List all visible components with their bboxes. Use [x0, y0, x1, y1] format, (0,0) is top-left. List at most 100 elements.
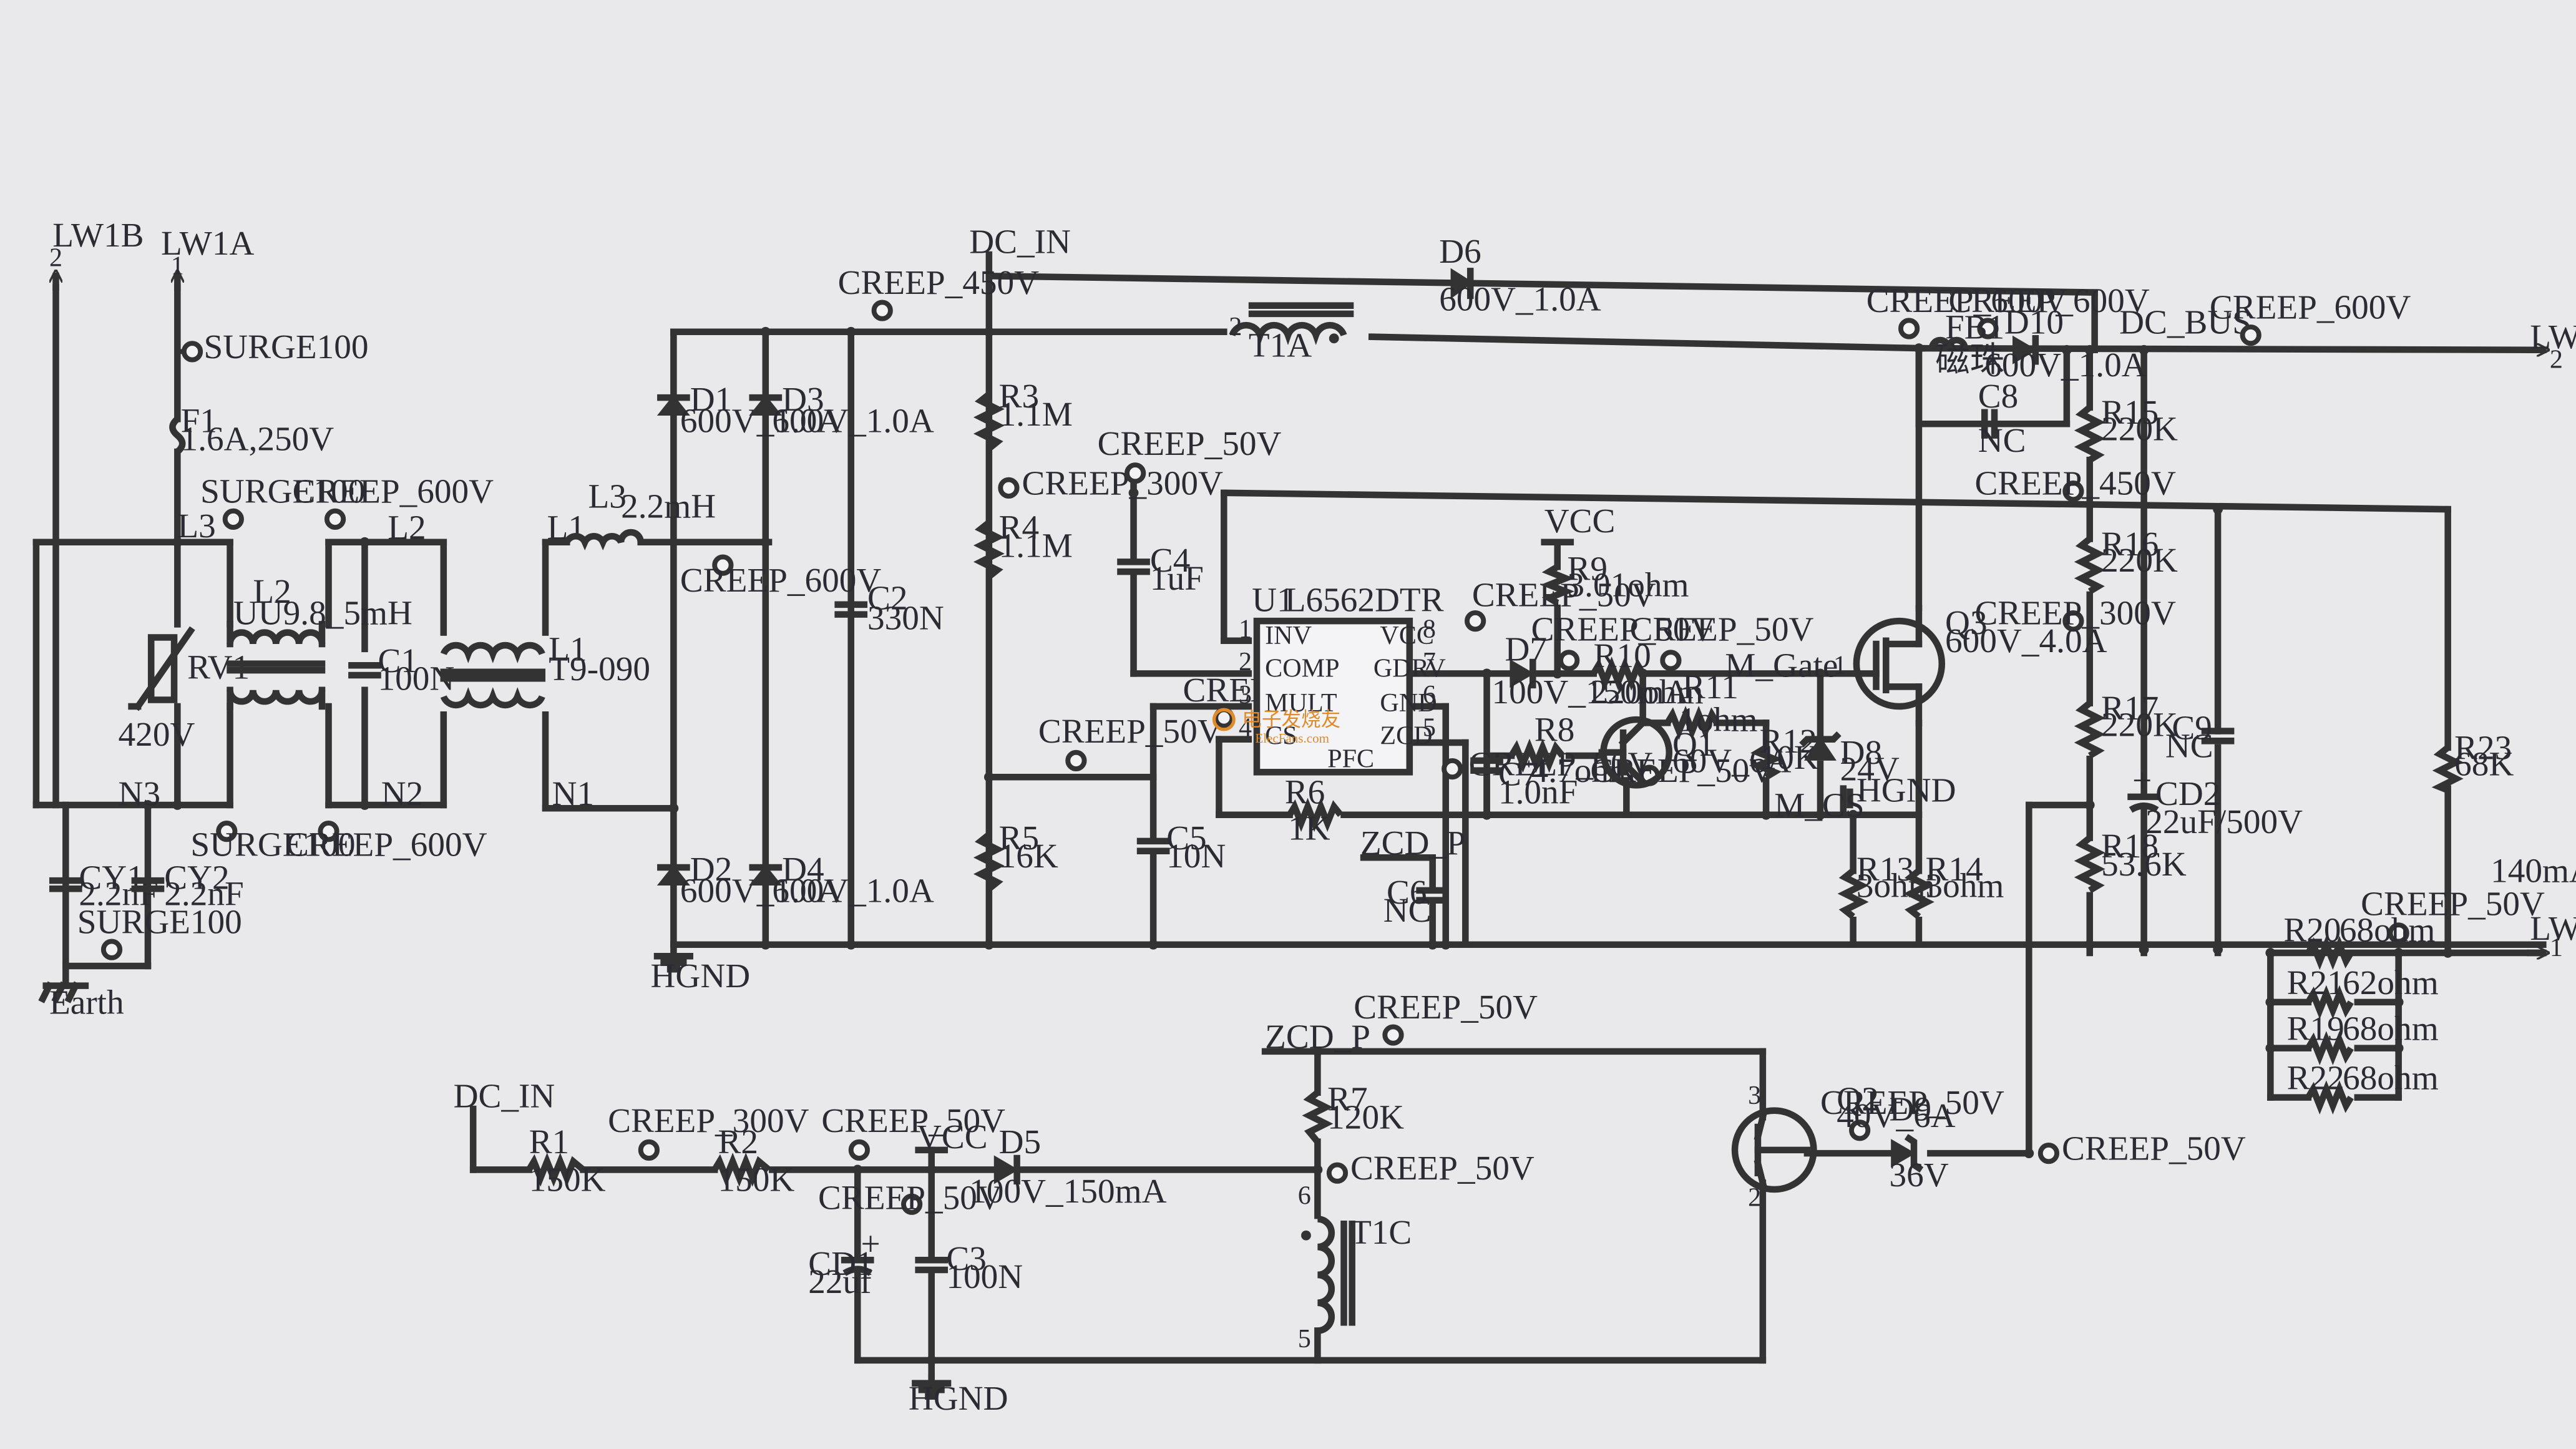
capacitor-c2[interactable]: C2 330N — [834, 579, 944, 637]
svg-text:1: 1 — [1833, 650, 1847, 680]
svg-text:220K: 220K — [2101, 410, 2178, 448]
resistor-r9[interactable]: R9 3.01ohm — [1540, 549, 1689, 606]
diode-d7[interactable]: D7 100V_150mA — [1491, 630, 1689, 710]
resistor-r18[interactable]: R18 53.6K — [2074, 827, 2187, 894]
svg-text:CREEP_50V: CREEP_50V — [821, 1101, 1005, 1139]
port-lw2a[interactable]: LW2A 1 — [2527, 909, 2576, 962]
port-lw2b[interactable]: LW2B 2 — [2527, 318, 2576, 374]
capacitor-c5[interactable]: C5 10N — [1136, 819, 1226, 875]
inductor-l3[interactable]: L3 2.2mH — [564, 477, 716, 550]
svg-text:CREEP_50V: CREEP_50V — [818, 1179, 1002, 1217]
resistor-r4[interactable]: R4 1.1M — [973, 509, 1073, 580]
svg-text:100V_150mA: 100V_150mA — [969, 1172, 1166, 1210]
zener-d8[interactable]: D8 24V — [1799, 731, 1900, 788]
resistor-r16[interactable]: R16 220K — [2074, 525, 2178, 595]
svg-text:C7: C7 — [1498, 754, 1539, 793]
resistor-r13[interactable]: R13 3ohm — [1837, 850, 1935, 920]
svg-text:R17: R17 — [2101, 689, 2159, 727]
transformer-t1a[interactable]: 2 T1A — [1229, 302, 1354, 364]
svg-text:600V_1.0A: 600V_1.0A — [772, 401, 934, 439]
net-dc-in: DC_IN — [969, 222, 1071, 260]
svg-text:2: 2 — [1239, 647, 1252, 676]
diode-d6[interactable]: D6 600V_1.0A — [1439, 232, 1601, 318]
tp-surge100-a: SURGE100 — [177, 328, 369, 366]
diode-d10[interactable]: D10 600V_1.0A — [1984, 303, 2147, 383]
ferrite-fb1[interactable]: FB1 磁珠 — [1928, 308, 2004, 379]
svg-text:53.6K: 53.6K — [2101, 845, 2187, 883]
resistor-r5[interactable]: R5 16K — [973, 819, 1058, 892]
diode-d5[interactable]: D5 100V_150mA — [969, 1123, 1166, 1210]
svg-text:4: 4 — [1239, 713, 1252, 742]
varistor-rv1[interactable]: RV1 420V — [119, 626, 250, 753]
tp-creep50-a: CREEP_50V — [1098, 424, 1281, 484]
svg-text:8: 8 — [1423, 614, 1436, 643]
svg-text:2.2mH: 2.2mH — [621, 487, 716, 525]
svg-text:10N: 10N — [1166, 837, 1226, 875]
svg-text:CREEP_600V: CREEP_600V — [1948, 281, 2150, 320]
svg-text:36V: 36V — [1890, 1156, 1949, 1194]
svg-text:L6562DTR: L6562DTR — [1285, 580, 1444, 618]
svg-text:LW1B: LW1B — [52, 216, 144, 254]
svg-text:NC: NC — [1383, 891, 1432, 929]
capacitor-c8[interactable]: C8 NC — [1978, 377, 2026, 459]
capacitor-cy2[interactable]: CY2 2.2nF — [131, 858, 244, 913]
tp-creep50-l: CREEP_50V — [818, 1179, 1002, 1217]
choke-l2[interactable]: L2 UU9.8_5mH — [227, 572, 412, 710]
zener-d9[interactable]: D9 36V — [1890, 1090, 1949, 1193]
capacitor-c3[interactable]: C3 100N — [915, 1239, 1023, 1295]
resistor-r11[interactable]: R11 1ohm — [1664, 668, 1757, 740]
resistor-r7[interactable]: R7 120K — [1302, 1080, 1404, 1144]
resistor-r8[interactable]: R8 4.7ohm — [1508, 710, 1636, 789]
capacitor-c1[interactable]: C1 100N — [348, 642, 454, 698]
capacitor-c4[interactable]: C4 1uF — [1117, 541, 1204, 597]
resistor-r17[interactable]: R17 220K — [2074, 689, 2178, 759]
transformer-t1c[interactable]: T1C 65 — [1298, 1181, 1412, 1354]
capacitor-cd1[interactable]: + CD1 22uf — [808, 1224, 880, 1300]
svg-text:GND: GND — [1380, 688, 1437, 718]
svg-text:CREEP_50V: CREEP_50V — [1350, 1149, 1534, 1187]
fuse-f1[interactable]: F1 1.6A,250V — [169, 401, 334, 457]
resistor-r6[interactable]: R6 1K — [1285, 773, 1344, 847]
resistor-r14[interactable]: R14 3ohm — [1903, 850, 2004, 920]
svg-text:R3: R3 — [999, 377, 1040, 415]
resistor-r21[interactable]: R21 62ohm — [2287, 964, 2439, 1020]
resistor-r10[interactable]: R10 220ohm — [1590, 637, 1703, 711]
capacitor-c6[interactable]: C6 NC — [1383, 873, 1449, 929]
resistor-r15[interactable]: R15 220K — [2074, 393, 2178, 463]
svg-text:+: + — [2132, 761, 2152, 799]
svg-text:CREEP_600V: CREEP_600V — [1866, 281, 2068, 320]
resistor-r1[interactable]: R1 150K — [526, 1123, 606, 1199]
svg-text:L3: L3 — [588, 477, 626, 515]
diode-d3[interactable]: D3 600V_1.0A — [749, 380, 934, 439]
svg-text:CREEP_600V: CREEP_600V — [286, 826, 487, 864]
resistor-r23[interactable]: R23 68K — [2431, 728, 2514, 794]
svg-text:ZCD: ZCD — [1380, 721, 1432, 751]
transistor-q2[interactable]: Q2 40V_6A 32 — [1731, 1080, 1956, 1212]
capacitor-c9[interactable]: C9 NC — [2165, 709, 2235, 765]
svg-text:600V_4.0A: 600V_4.0A — [1945, 622, 2107, 660]
port-lw1a[interactable]: LW1A 1 — [161, 224, 254, 291]
svg-text:CREEP_50V: CREEP_50V — [1820, 1083, 2004, 1121]
svg-text:R18: R18 — [2101, 827, 2159, 865]
resistor-r2[interactable]: R2 150K — [711, 1123, 794, 1199]
svg-text:COMP: COMP — [1265, 654, 1339, 683]
mosfet-q3[interactable]: Q3 600V_4.0A 1 — [1833, 603, 2107, 726]
resistor-r19[interactable]: R19 68ohm — [2287, 1009, 2439, 1065]
svg-text:INV: INV — [1265, 621, 1312, 650]
svg-text:R14: R14 — [1925, 850, 1983, 888]
capacitor-c7[interactable]: C7 1.0nF — [1470, 754, 1578, 811]
svg-text:CD1: CD1 — [808, 1244, 873, 1282]
svg-text:6: 6 — [1298, 1181, 1311, 1211]
resistor-r22[interactable]: R22 68ohm — [2287, 1058, 2439, 1115]
resistor-r12[interactable]: R12 10K — [1749, 722, 1819, 780]
diode-d4[interactable]: D4 600V_1.0A — [749, 850, 934, 909]
resistor-r20[interactable]: R20 68ohm — [2283, 911, 2435, 970]
port-lw1b[interactable]: LW1B 2 — [49, 216, 144, 291]
wires — [32, 251, 2547, 1380]
choke-l1[interactable]: L1 T9-090 — [440, 630, 650, 709]
svg-text:R23: R23 — [2454, 728, 2512, 766]
svg-text:GDRV: GDRV — [1373, 654, 1446, 683]
capacitor-cd2[interactable]: + CD2 22uF/500V — [2127, 761, 2303, 841]
ic-u1[interactable]: U1 L6562DTR INV COMP MULT CS VCC GDRV GN… — [1239, 580, 1446, 776]
resistor-r3[interactable]: R3 1.1M — [973, 377, 1073, 451]
